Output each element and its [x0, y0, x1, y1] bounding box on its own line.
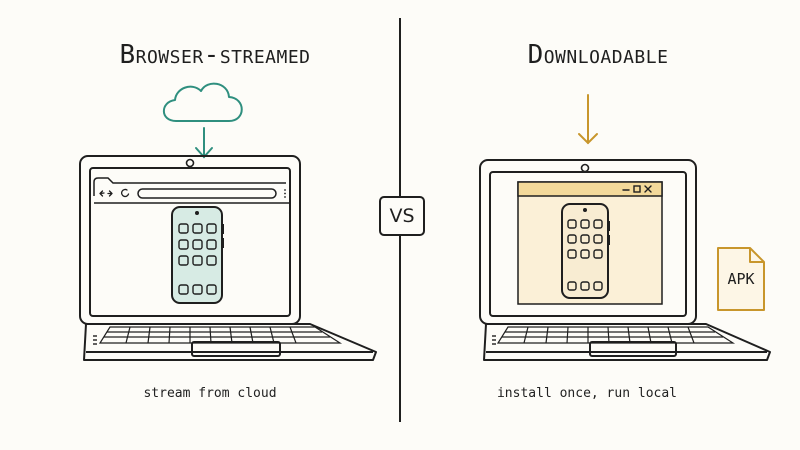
window-controls [622, 185, 652, 193]
downloadable-title: Downloadable [527, 40, 669, 70]
browser-window [93, 177, 290, 204]
cloud-icon [162, 82, 243, 122]
left-laptop [79, 155, 377, 361]
streamed-phone-app-grid [178, 223, 217, 295]
right-ports [492, 335, 496, 345]
apk-file-label: APK [727, 270, 755, 288]
right-webcam [580, 163, 590, 173]
browser-menu-dots-icon [284, 189, 286, 198]
streamed-phone [171, 206, 224, 304]
vs-label: VS [389, 205, 415, 227]
close-icon [644, 185, 652, 193]
local-phone-app-grid [567, 219, 603, 291]
apk-file-icon [717, 247, 765, 311]
left-webcam [185, 158, 195, 168]
browser-nav-icons [99, 188, 130, 198]
right-keyboard [496, 326, 736, 344]
vs-badge: VS [379, 196, 425, 236]
arrow-down-icon [195, 127, 213, 159]
left-keyboard [98, 326, 343, 344]
left-ports [93, 335, 97, 345]
maximize-icon [633, 185, 641, 193]
local-phone [561, 203, 610, 299]
browser-streamed-title: Browser-streamed [119, 40, 311, 70]
right-laptop [479, 159, 771, 361]
stream-caption: stream from cloud [143, 386, 277, 401]
arrow-down-icon [578, 94, 598, 145]
install-caption: install once, run local [496, 386, 677, 401]
